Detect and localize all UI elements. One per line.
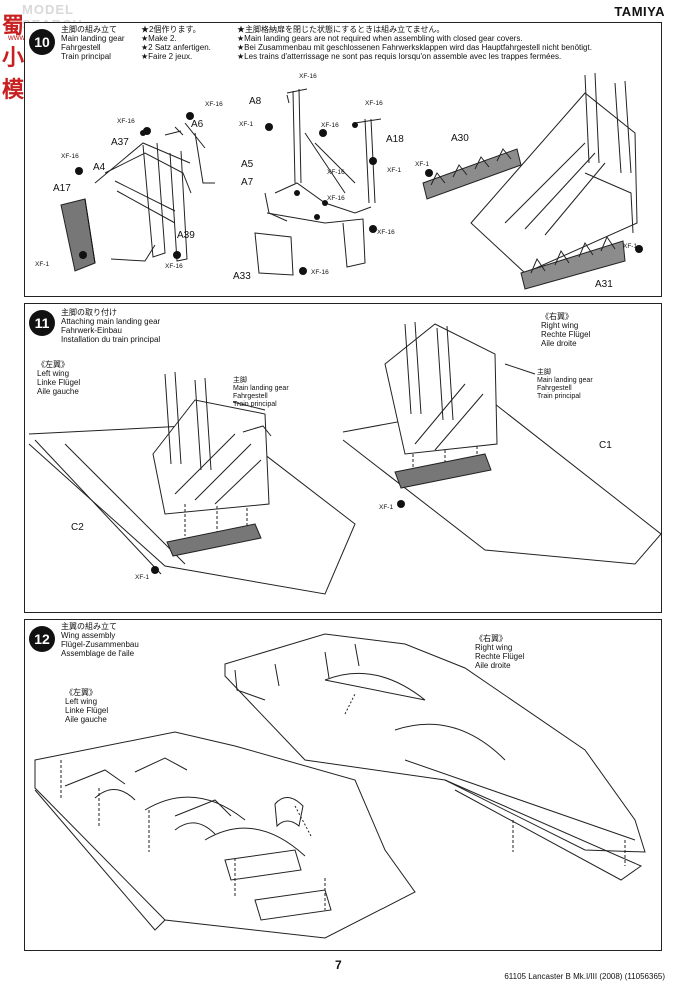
paint-xf16-label: XF-16 bbox=[327, 195, 345, 202]
gear-bay-diagram-right bbox=[422, 72, 643, 290]
paint-xf16-label: XF-16 bbox=[117, 118, 135, 125]
part-a18-label: A18 bbox=[386, 134, 404, 145]
paint-xf1-label: XF-1 bbox=[35, 261, 50, 268]
part-a33-label: A33 bbox=[233, 271, 251, 282]
paint-xf16-label: XF-16 bbox=[165, 263, 183, 270]
step-12-panel: 12 主翼の組み立て Wing assembly Flügel-Zusammen… bbox=[24, 619, 662, 951]
part-a8-label: A8 bbox=[249, 96, 262, 107]
product-info: 61105 Lancaster B Mk.I/III (2008) (11056… bbox=[504, 972, 665, 981]
part-a4-label: A4 bbox=[93, 162, 106, 173]
brand-logo: TAMIYA bbox=[614, 4, 665, 19]
gear-strut-diagram-left bbox=[60, 112, 215, 272]
paint-xf1-label: XF-1 bbox=[387, 167, 402, 174]
paint-xf16-label: XF-16 bbox=[365, 100, 383, 107]
step-11-number: 11 bbox=[29, 310, 55, 336]
paint-xf16-label: XF-16 bbox=[61, 153, 79, 160]
part-a7-label: A7 bbox=[241, 177, 254, 188]
paint-xf16-label: XF-16 bbox=[299, 73, 317, 80]
part-c2-label: C2 bbox=[71, 522, 84, 533]
part-a39-label: A39 bbox=[177, 230, 195, 241]
paint-xf16-label: XF-16 bbox=[327, 169, 345, 176]
paint-xf16-label: XF-16 bbox=[377, 229, 395, 236]
wing-assembly-diagram bbox=[34, 633, 646, 939]
watermark-glyphs: 蜀小模 bbox=[2, 13, 27, 102]
part-a17-label: A17 bbox=[53, 183, 71, 194]
step-10-number: 10 bbox=[29, 29, 55, 55]
gear-strut-diagram-center bbox=[254, 88, 382, 276]
paint-xf1-label: XF-1 bbox=[239, 121, 254, 128]
paint-xf1-label: XF-1 bbox=[415, 161, 430, 168]
page-number: 7 bbox=[335, 958, 342, 972]
part-c1-label: C1 bbox=[599, 440, 612, 451]
part-a6-label: A6 bbox=[191, 119, 204, 130]
gear-install-diagram bbox=[28, 321, 662, 595]
part-a31-label: A31 bbox=[595, 279, 613, 290]
step-12-number: 12 bbox=[29, 626, 55, 652]
paint-xf1-label: XF-1 bbox=[135, 574, 150, 581]
part-a37-label: A37 bbox=[111, 137, 129, 148]
part-a30-label: A30 bbox=[451, 133, 469, 144]
paint-xf1-label: XF-1 bbox=[623, 243, 638, 250]
step-11-panel: 11 主脚の取り付け Attaching main landing gear F… bbox=[24, 303, 662, 613]
part-a5-label: A5 bbox=[241, 159, 254, 170]
step-10-panel: 10 主脚の組み立て Main landing gear Fahrgestell… bbox=[24, 22, 662, 297]
paint-xf16-label: XF-16 bbox=[311, 269, 329, 276]
paint-xf1-label: XF-1 bbox=[379, 504, 394, 511]
paint-xf16-label: XF-16 bbox=[205, 101, 223, 108]
paint-xf16-label: XF-16 bbox=[321, 122, 339, 129]
